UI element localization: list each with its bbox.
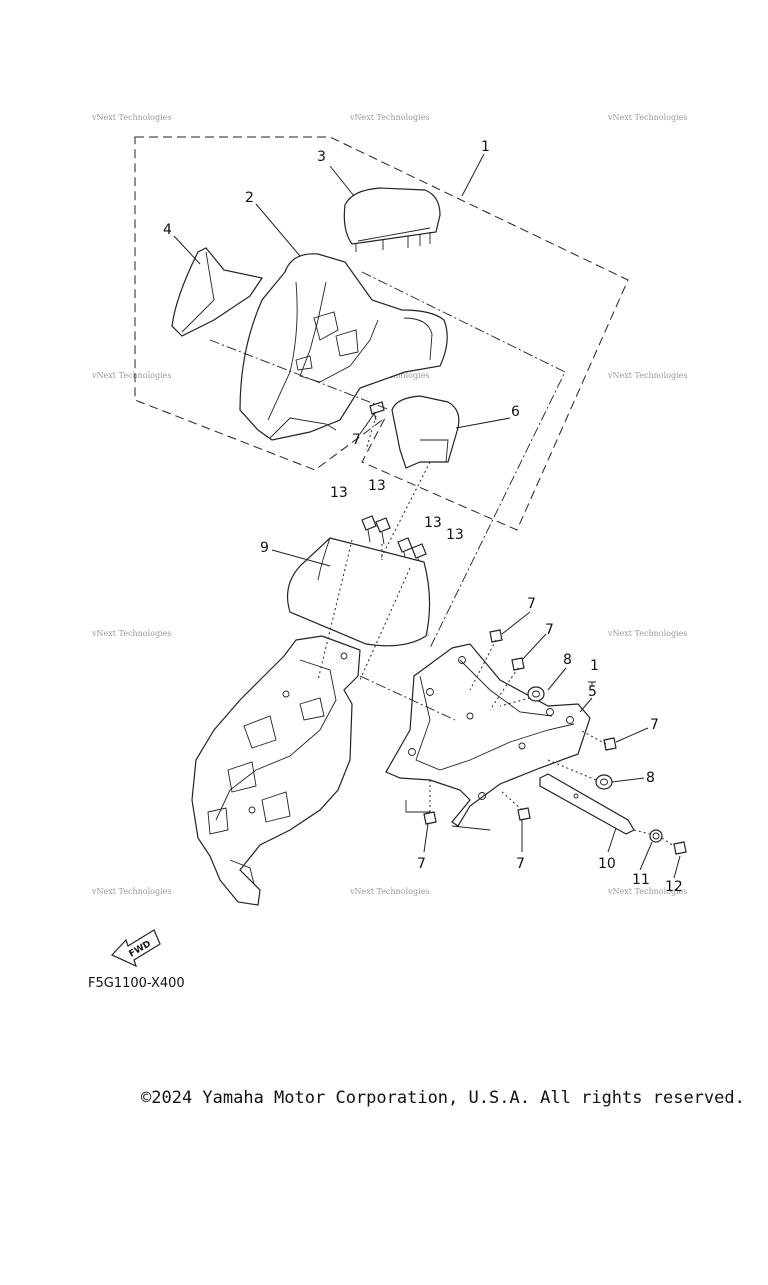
part-13-bolts (361, 515, 427, 569)
assembly-line (359, 567, 411, 681)
assembly-line (547, 759, 597, 781)
copyright-notice: ©2024 Yamaha Motor Corporation, U.S.A. A… (141, 1088, 745, 1108)
callout-13: 13 (330, 485, 348, 501)
assembly-1-boundary (134, 136, 629, 531)
part-4-side-panel (171, 247, 263, 337)
watermark: vNext Technologies (91, 629, 171, 638)
fwd-arrow-icon: FWD (110, 929, 161, 968)
leader-lines (173, 153, 681, 879)
part-7-screws (423, 629, 617, 825)
callout-13: 13 (424, 515, 442, 531)
callout-11: 11 (632, 872, 650, 888)
watermark: vNext Technologies (91, 371, 171, 380)
part-3-upper-cover (343, 187, 441, 252)
part-6-lower-piece (391, 395, 460, 469)
callout-7: 7 (527, 596, 536, 612)
watermark: vNext Technologies (607, 629, 687, 638)
callout-10: 10 (598, 856, 616, 872)
callout-13: 13 (446, 527, 464, 543)
part-11-collar (649, 829, 663, 843)
callout-7: 7 (545, 622, 554, 638)
callout-7: 7 (650, 717, 659, 733)
assembly-line (209, 339, 391, 411)
callout-1: 1 (481, 139, 490, 155)
callout-8: 8 (646, 770, 655, 786)
assembly-line (365, 415, 377, 451)
callout-7: 7 (417, 856, 426, 872)
watermark: vNext Technologies (349, 887, 429, 896)
callout-4: 4 (163, 222, 172, 238)
frame-bracket (191, 635, 361, 906)
part-9-windscreen (287, 537, 431, 647)
callout-1: 1 (590, 658, 599, 674)
part-2-front-cowl (239, 253, 448, 441)
callout-2: 2 (245, 190, 254, 206)
part-5-inner-panel (385, 643, 591, 827)
part-8-grommets (527, 686, 613, 790)
part-12-bolt (673, 841, 687, 855)
watermark: vNext Technologies (607, 371, 687, 380)
watermark: vNext Technologies (349, 113, 429, 122)
assembly-line (499, 697, 531, 707)
assembly-line (469, 639, 497, 691)
part-10-stay (539, 773, 635, 835)
drawing-code: F5G1100-X400 (88, 976, 185, 991)
watermark: vNext Technologies (91, 113, 171, 122)
callout-8: 8 (563, 652, 572, 668)
callout-7: 7 (352, 432, 361, 448)
watermark: vNext Technologies (91, 887, 171, 896)
callout-12: 12 (665, 879, 683, 895)
assembly-line (379, 461, 431, 561)
callout-6: 6 (511, 404, 520, 420)
callout-labels: 1 2 3 4 6 7 13 13 13 13 9 7 7 8 1 5 7 8 … (163, 139, 683, 895)
watermark: vNext Technologies (607, 113, 687, 122)
screw-7-upper (369, 401, 385, 421)
assembly-line (489, 667, 519, 711)
callout-5: 5 (588, 684, 597, 700)
callout-7: 7 (516, 856, 525, 872)
watermark: vNext Technologies (607, 887, 687, 896)
assembly-line (405, 800, 491, 831)
callout-9: 9 (260, 540, 269, 556)
assembly-line (361, 271, 566, 649)
callout-3: 3 (317, 149, 326, 165)
callout-13: 13 (368, 478, 386, 494)
assembly-line (317, 539, 353, 681)
assembly-line (499, 789, 523, 811)
